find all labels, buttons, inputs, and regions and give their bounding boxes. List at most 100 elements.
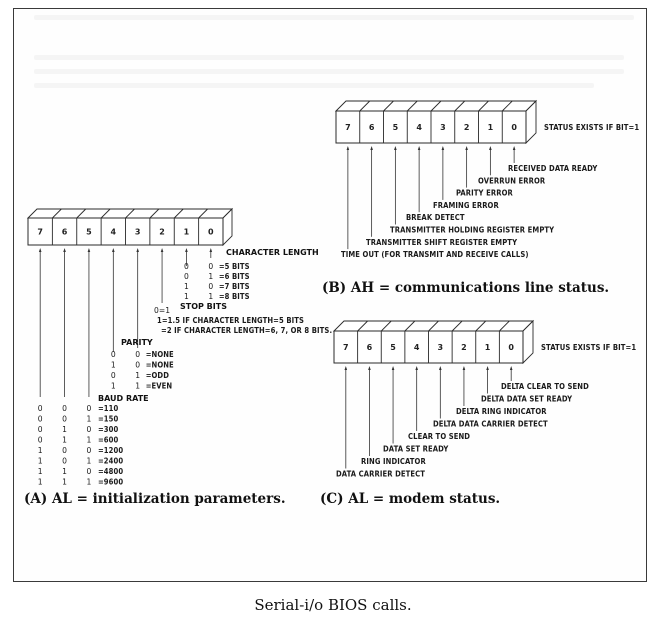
parity-meaning: =NONE bbox=[146, 350, 174, 359]
bit-number: 3 bbox=[135, 228, 141, 237]
bit4-value: 1 bbox=[111, 361, 116, 370]
bit-cell-top-divider bbox=[475, 320, 487, 332]
bit-number: 5 bbox=[393, 123, 399, 132]
bleed-through-text bbox=[34, 55, 624, 60]
arrowhead-icon bbox=[441, 146, 445, 150]
panel-c-caption: (C) AL = modem status. bbox=[320, 491, 500, 507]
bit-cell-top-divider bbox=[359, 100, 371, 112]
bit-cell-top-divider bbox=[173, 208, 184, 219]
arrowhead-icon bbox=[512, 146, 516, 150]
status-bit-label: TRANSMITTER SHIFT REGISTER EMPTY bbox=[366, 238, 518, 247]
bit-cell-top-divider bbox=[76, 208, 87, 219]
bit4-value: 0 bbox=[111, 371, 116, 380]
status-bit-label: RECEIVED DATA READY bbox=[508, 164, 598, 173]
arrowhead-icon bbox=[370, 146, 373, 150]
bit7-value: 0 bbox=[38, 425, 43, 434]
bit-cell-top-divider bbox=[380, 320, 392, 332]
bit6-value: 1 bbox=[62, 425, 67, 434]
arrowhead-icon bbox=[439, 366, 442, 370]
arrowhead-icon bbox=[185, 248, 188, 252]
arrowhead-icon bbox=[486, 366, 489, 370]
arrowhead-icon bbox=[136, 248, 139, 252]
baud-rate-meaning: =110 bbox=[98, 404, 119, 413]
bit5-value: 0 bbox=[87, 467, 92, 476]
status-bit-label: DATA CARRIER DETECT bbox=[336, 470, 425, 479]
arrowhead-icon bbox=[509, 366, 513, 370]
status-bit-label: DELTA CLEAR TO SEND bbox=[501, 382, 589, 391]
bleed-through-text bbox=[34, 15, 634, 20]
bit7-value: 1 bbox=[38, 446, 43, 455]
bit4-value: 1 bbox=[111, 382, 116, 391]
panel-b-caption: (B) AH = communications line status. bbox=[322, 280, 609, 296]
bit-number: 4 bbox=[414, 343, 420, 352]
arrowhead-icon bbox=[63, 248, 66, 252]
stop-bits-0: 0=1 bbox=[154, 306, 170, 315]
bit-cell-top-divider bbox=[404, 320, 416, 332]
baud-rate-meaning: =600 bbox=[98, 436, 119, 445]
bit-cell-top-divider bbox=[454, 100, 466, 112]
arrowhead-icon bbox=[368, 366, 371, 370]
bleed-through-text bbox=[34, 69, 624, 74]
character-length-meaning: =7 BITS bbox=[219, 282, 250, 291]
bit1-value: 1 bbox=[184, 292, 189, 301]
bit7-value: 0 bbox=[38, 404, 43, 413]
bit-cell-top-divider bbox=[357, 320, 368, 332]
arrowhead-icon bbox=[462, 366, 466, 370]
bit3-value: 1 bbox=[135, 371, 140, 380]
status-bit-label: PARITY ERROR bbox=[456, 189, 513, 198]
bit4-value: 0 bbox=[111, 350, 116, 359]
character-length-meaning: =6 BITS bbox=[219, 272, 250, 281]
bit-number: 0 bbox=[511, 123, 517, 132]
bit6-value: 1 bbox=[62, 478, 67, 487]
panel-a-caption: (A) AL = initialization parameters. bbox=[24, 491, 286, 507]
parity-heading: PARITY bbox=[121, 338, 153, 347]
bit-cell-top-divider bbox=[478, 100, 489, 112]
baud-rate-meaning: =9600 bbox=[98, 478, 123, 487]
arrowhead-icon bbox=[160, 248, 164, 252]
bit7-value: 1 bbox=[38, 457, 43, 466]
bit3-value: 0 bbox=[135, 361, 140, 370]
status-bit-label: DELTA RING INDICATOR bbox=[456, 407, 547, 416]
bit-number: 0 bbox=[208, 228, 214, 237]
baud-rate-heading: BAUD RATE bbox=[98, 394, 149, 403]
baud-rate-meaning: =2400 bbox=[98, 457, 123, 466]
bleed-through-text bbox=[34, 83, 594, 88]
baud-rate-meaning: =1200 bbox=[98, 446, 123, 455]
arrowhead-icon bbox=[346, 146, 350, 150]
bit-number: 1 bbox=[485, 343, 491, 352]
bit6-value: 0 bbox=[62, 404, 67, 413]
status-bit-label: DELTA DATA CARRIER DETECT bbox=[433, 420, 548, 429]
bit-cell-top-divider bbox=[499, 320, 510, 332]
arrowhead-icon bbox=[344, 366, 348, 370]
character-length-meaning: =8 BITS bbox=[219, 292, 250, 301]
bit-number: 6 bbox=[369, 123, 375, 132]
bit-number: 1 bbox=[488, 123, 494, 132]
bit7-value: 1 bbox=[38, 478, 43, 487]
bit-cell-top-divider bbox=[430, 100, 442, 112]
bit1-value: 1 bbox=[184, 282, 189, 291]
baud-rate-meaning: =4800 bbox=[98, 467, 123, 476]
status-bit-label: FRAMING ERROR bbox=[433, 201, 499, 210]
bit0-value: 0 bbox=[208, 262, 213, 271]
status-bit-label: BREAK DETECT bbox=[406, 213, 465, 222]
bit5-value: 0 bbox=[87, 404, 92, 413]
stop-bits-heading: STOP BITS bbox=[180, 302, 227, 311]
bit5-value: 0 bbox=[87, 446, 92, 455]
bit-number: 4 bbox=[416, 123, 422, 132]
bit0-value: 1 bbox=[208, 292, 213, 301]
bit-cell-top-divider bbox=[52, 208, 62, 219]
parity-meaning: =EVEN bbox=[146, 382, 173, 391]
arrowhead-icon bbox=[209, 248, 213, 252]
bit6-value: 1 bbox=[62, 436, 67, 445]
status-bit-label: TRANSMITTER HOLDING REGISTER EMPTY bbox=[390, 226, 555, 235]
bit5-value: 0 bbox=[87, 425, 92, 434]
bit3-value: 0 bbox=[135, 350, 140, 359]
bit-number: 3 bbox=[440, 123, 446, 132]
arrowhead-icon bbox=[87, 248, 91, 252]
bit-number: 3 bbox=[438, 343, 444, 352]
arrowhead-icon bbox=[489, 146, 492, 150]
figure-caption: Serial-i/o BIOS calls. bbox=[254, 596, 412, 614]
bit5-value: 1 bbox=[87, 436, 92, 445]
